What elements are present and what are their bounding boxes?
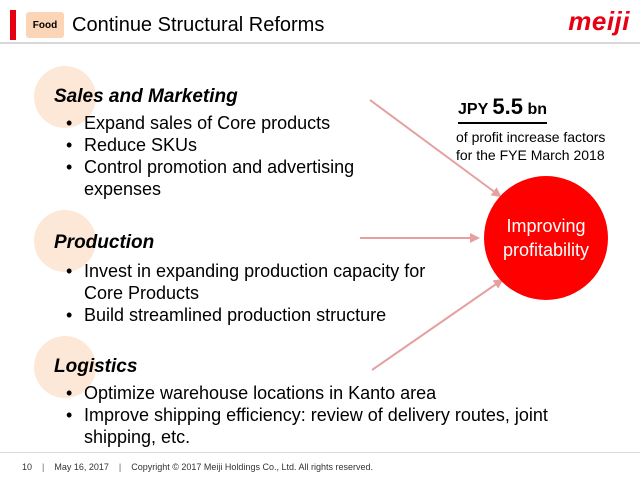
circle-line1: Improving — [506, 216, 586, 236]
arrow-logistics — [371, 278, 504, 371]
footer-date: May 16, 2017 — [54, 462, 109, 472]
improving-profitability-circle: Improving profitability — [484, 176, 608, 300]
page-number: 10 — [22, 462, 33, 472]
logistics-list: Optimize warehouse locations in Kanto ar… — [60, 382, 620, 448]
profit-value: 5.5 — [492, 94, 523, 119]
page-title: Continue Structural Reforms — [72, 14, 325, 36]
footer-separator: | — [118, 462, 122, 472]
list-item: Control promotion and advertising expens… — [60, 156, 420, 200]
arrow-sales — [369, 99, 502, 198]
footer-copyright: Copyright © 2017 Meiji Holdings Co., Ltd… — [131, 462, 373, 472]
header-divider — [0, 42, 640, 44]
circle-line2: profitability — [502, 240, 590, 260]
profit-desc-line1: of profit increase factors — [456, 129, 606, 145]
profit-currency: JPY — [458, 101, 488, 118]
footer: 10 | May 16, 2017 | Copyright © 2017 Mei… — [22, 462, 373, 472]
profit-amount: JPY 5.5 bn — [458, 94, 547, 124]
profit-unit: bn — [527, 101, 547, 118]
profit-desc-line2: for the FYE March 2018 — [456, 147, 605, 163]
list-item: Optimize warehouse locations in Kanto ar… — [60, 382, 620, 404]
list-item: Invest in expanding production capacity … — [60, 260, 460, 304]
section-title-production: Production — [54, 232, 155, 253]
list-item: Build streamlined production structure — [60, 304, 460, 326]
list-item: Improve shipping efficiency: review of d… — [60, 404, 604, 448]
production-list: Invest in expanding production capacity … — [60, 260, 460, 326]
list-item: Reduce SKUs — [60, 134, 420, 156]
list-item: Expand sales of Core products — [60, 112, 420, 134]
footer-separator: | — [42, 462, 45, 472]
meiji-logo: meiji — [568, 6, 630, 36]
header-accent-bar — [10, 10, 16, 40]
section-title-logistics: Logistics — [54, 356, 138, 377]
category-tag: Food — [26, 12, 64, 38]
footer-divider — [0, 452, 640, 453]
profit-description: of profit increase factors for the FYE M… — [456, 128, 636, 164]
section-title-sales: Sales and Marketing — [54, 86, 238, 107]
sales-list: Expand sales of Core products Reduce SKU… — [60, 112, 420, 200]
